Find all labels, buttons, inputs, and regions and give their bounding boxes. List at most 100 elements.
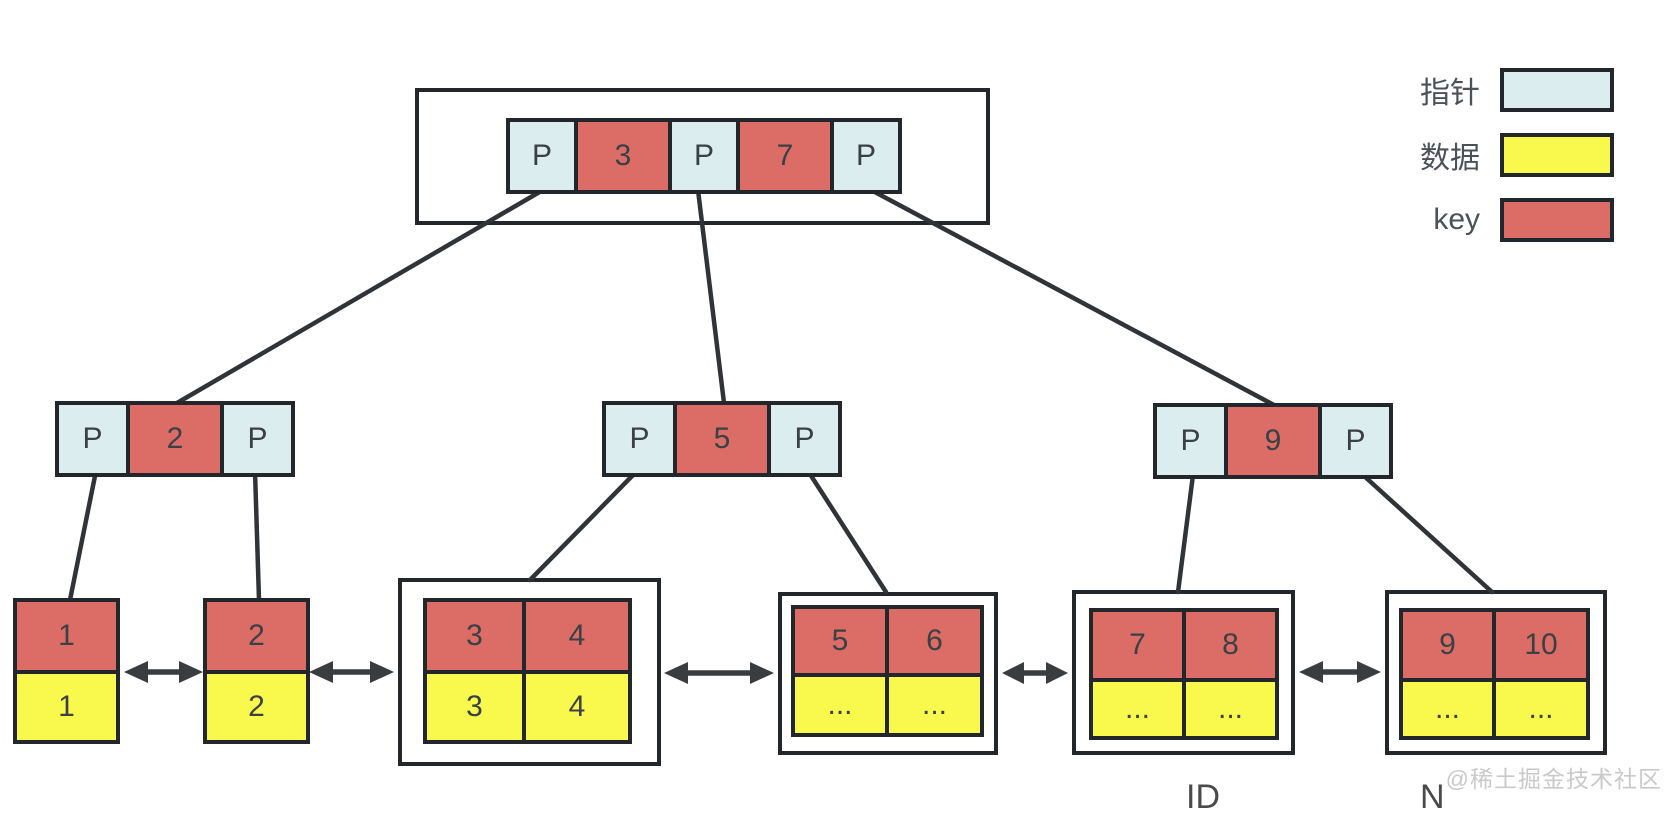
cell-label: 6 — [926, 624, 943, 657]
legend-row-data: 数据 — [1350, 133, 1614, 177]
leaf-key-cell: 8 — [1186, 612, 1275, 678]
cell-label: 3 — [466, 619, 483, 652]
cell-label: 3 — [466, 690, 483, 723]
root-node: P 3 P 7 P — [506, 118, 902, 194]
leaf-link-arrow-1 — [124, 661, 203, 683]
legend: 指针 数据 key — [1350, 68, 1614, 263]
cell-label: P — [531, 139, 552, 172]
cell-label: ... — [1528, 692, 1554, 725]
cell-label: P — [693, 139, 714, 172]
leaf-data-cell: ... — [795, 677, 885, 733]
leaf-node-9-10: 9 10 ... ... — [1399, 608, 1590, 740]
leaf-key-cell: 2 — [207, 602, 306, 670]
cell-label: ... — [1124, 692, 1150, 725]
cell-label: 4 — [568, 619, 586, 652]
internal-node-2: P 2 P — [55, 401, 295, 477]
edge-node5-to-leaf34 — [527, 468, 640, 583]
bottom-label-name: N — [1420, 778, 1445, 816]
bottom-label-id: ID — [1186, 778, 1220, 816]
internal-node-5: P 5 P — [602, 401, 842, 477]
key-cell: 9 — [1228, 407, 1318, 475]
cell-label: P — [82, 422, 103, 455]
tree-edges-layer — [67, 187, 1495, 684]
leaf-key-cell: 5 — [795, 609, 885, 673]
pointer-cell: P — [771, 405, 838, 473]
cell-label: 5 — [831, 624, 849, 657]
legend-row-pointer: 指针 — [1350, 68, 1614, 112]
root-key-cell-1: 7 — [740, 122, 830, 190]
pointer-cell: P — [59, 405, 126, 473]
cell-label: 2 — [248, 690, 265, 723]
data-swatch — [1500, 133, 1614, 177]
cell-label: P — [855, 139, 876, 172]
root-pointer-cell-1: P — [672, 122, 736, 190]
edge-node2-to-leaf1 — [67, 468, 99, 603]
cell-label: 8 — [1222, 628, 1239, 661]
pointer-swatch — [1500, 68, 1614, 112]
pointer-cell: P — [606, 405, 673, 473]
leaf-data-cell: ... — [1496, 682, 1586, 736]
cell-label: 5 — [713, 422, 731, 455]
edge-root-to-node2 — [174, 187, 546, 406]
legend-row-key: key — [1350, 198, 1614, 242]
leaf-key-cell: 6 — [889, 609, 980, 673]
root-pointer-cell-0: P — [510, 122, 574, 190]
key-swatch — [1500, 198, 1614, 242]
leaf-link-arrow-4 — [1002, 662, 1068, 684]
cell-label: 2 — [166, 422, 184, 455]
leaf-node-3-4: 3 4 3 4 — [423, 598, 632, 744]
leaf-link-arrow-5 — [1299, 661, 1381, 683]
key-cell: 2 — [130, 405, 220, 473]
cell-label: 7 — [776, 139, 794, 172]
legend-label-data: 数据 — [1420, 142, 1480, 175]
cell-label: 4 — [568, 690, 586, 723]
leaf-data-cell: ... — [1403, 682, 1492, 736]
leaf-key-cell: 4 — [526, 602, 628, 670]
leaf-key-cell: 7 — [1093, 612, 1182, 678]
cell-label: 9 — [1439, 628, 1456, 661]
leaf-node-2: 2 2 — [203, 598, 310, 744]
cell-label: 1 — [58, 619, 75, 652]
leaf-data-cell: 2 — [207, 674, 306, 740]
pointer-cell: P — [1322, 407, 1389, 475]
cell-label: ... — [1217, 692, 1243, 725]
edge-node2-to-leaf2 — [252, 468, 262, 603]
cell-label: 3 — [614, 139, 632, 172]
leaf-data-cell: ... — [1186, 682, 1275, 736]
root-pointer-cell-2: P — [834, 122, 898, 190]
leaf-key-cell: 3 — [427, 602, 522, 670]
leaf-key-cell: 9 — [1403, 612, 1492, 678]
cell-label: 1 — [58, 690, 75, 723]
cell-label: P — [794, 422, 815, 455]
edge-node5-to-leaf56 — [805, 468, 889, 595]
leaf-link-arrow-2 — [309, 661, 394, 683]
internal-node-9: P 9 P — [1153, 403, 1393, 479]
edge-root-to-node9 — [868, 187, 1277, 408]
leaf-key-cell: 10 — [1496, 612, 1586, 678]
pointer-cell: P — [1157, 407, 1224, 475]
cell-label: P — [1345, 424, 1366, 457]
legend-label-key: key — [1433, 203, 1480, 236]
cell-label: 9 — [1264, 424, 1282, 457]
bplus-tree-diagram: { "colors": { "pointer_fill": "#dcedf0",… — [13, 68, 1662, 816]
edge-node9-to-leaf910 — [1360, 472, 1495, 595]
cell-label: ... — [1434, 692, 1460, 725]
cell-label: 10 — [1524, 628, 1558, 661]
watermark: @稀土掘金技术社区 — [1445, 766, 1662, 792]
leaf-node-5-6: 5 6 ... ... — [791, 605, 984, 737]
leaf-data-cell: ... — [889, 677, 980, 733]
root-key-cell-0: 3 — [578, 122, 668, 190]
cell-label: ... — [921, 688, 947, 721]
cell-label: P — [1180, 424, 1201, 457]
leaf-data-cell: 1 — [17, 674, 116, 740]
leaf-node-1: 1 1 — [13, 598, 120, 744]
legend-label-pointer: 指针 — [1420, 77, 1480, 110]
edge-root-to-node5 — [695, 187, 727, 406]
cell-label: 2 — [248, 619, 265, 652]
cell-label: ... — [827, 688, 853, 721]
leaf-data-cell: 4 — [526, 674, 628, 740]
cell-label: P — [629, 422, 650, 455]
leaf-node-7-8: 7 8 ... ... — [1089, 608, 1279, 740]
leaf-data-cell: 3 — [427, 674, 522, 740]
cell-label: P — [247, 422, 268, 455]
